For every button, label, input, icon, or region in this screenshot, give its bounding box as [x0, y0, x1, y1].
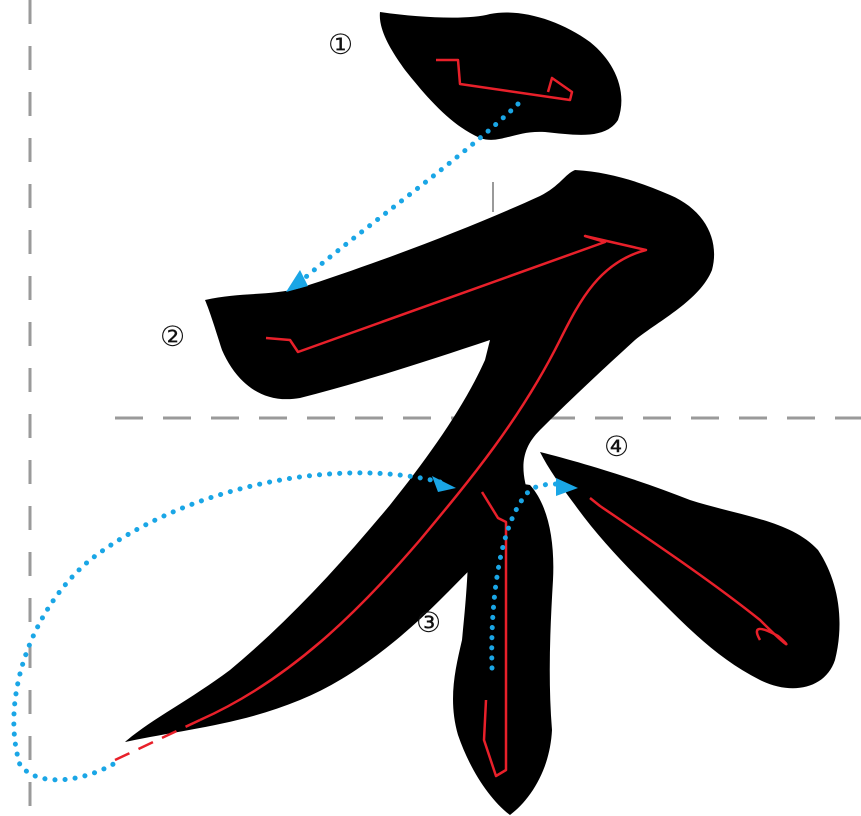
stroke-label-4: ④	[604, 430, 629, 463]
stroke-2-sweep	[125, 170, 715, 742]
arrowhead-4	[556, 478, 578, 496]
stroke-3-vertical	[453, 483, 554, 815]
arrowhead-2	[286, 270, 308, 292]
stroke-1-path	[436, 58, 574, 102]
guide-lines	[28, 0, 861, 816]
arrow-1-to-2	[297, 101, 521, 285]
arrow-2-to-3	[11, 470, 443, 783]
brush-strokes	[125, 12, 840, 815]
stroke-4-path	[589, 497, 788, 646]
arrow-3-to-4	[489, 481, 563, 671]
arrowheads	[286, 270, 578, 496]
stroke-2-path	[199, 234, 648, 722]
stroke-3-path	[480, 491, 508, 778]
stroke-label-3: ③	[416, 606, 441, 639]
stroke-2-path-tail	[114, 718, 201, 762]
stroke-4-dot	[540, 452, 840, 689]
stroke-order-labels: ① ② ③ ④	[160, 28, 629, 639]
arrowhead-3	[432, 476, 456, 492]
stroke-1-dot	[379, 12, 622, 140]
transition-arrows	[11, 101, 563, 783]
brush-path-lines	[114, 58, 788, 778]
stroke-label-2: ②	[160, 320, 185, 353]
stroke-label-1: ①	[328, 28, 353, 61]
